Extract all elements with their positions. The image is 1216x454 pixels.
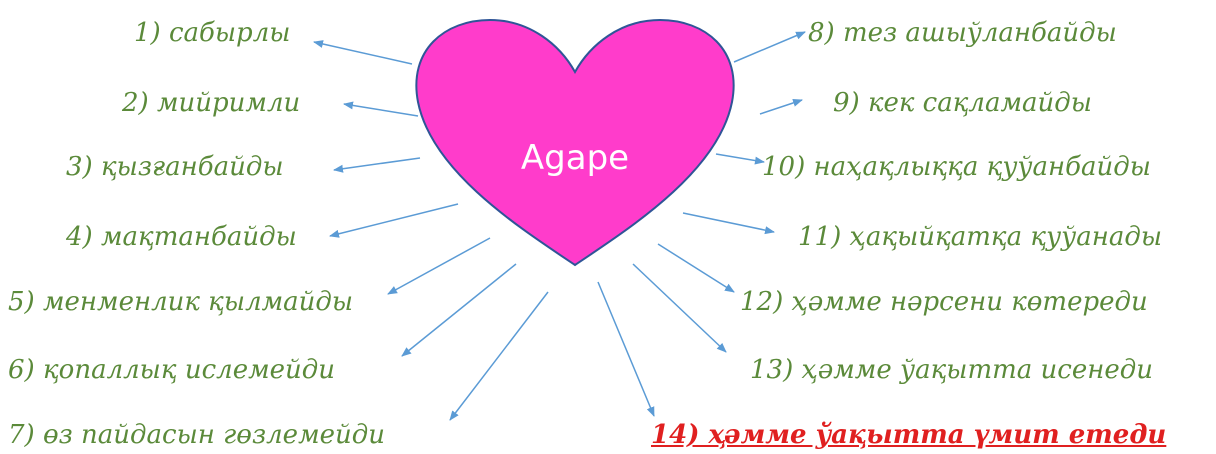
- quality-label-4: 4) мақтанбайды: [66, 222, 297, 252]
- quality-label-2: 2) мийримли: [122, 88, 301, 118]
- arrow-8: [733, 31, 806, 63]
- heart-shape: [415, 18, 735, 267]
- arrow-14: [597, 281, 655, 417]
- arrow-12: [657, 243, 735, 293]
- quality-label-5: 5) менменлик қылмайды: [8, 287, 354, 317]
- quality-label-1: 1) сабырлы: [134, 18, 291, 48]
- arrow-11: [682, 212, 775, 235]
- quality-label-10: 10) наҳақлыққа қуўанбайды: [762, 152, 1151, 182]
- quality-label-3: 3) қызғанбайды: [66, 152, 284, 182]
- center-label: Agape: [520, 138, 630, 178]
- quality-label-12: 12) ҳәмме нәрсени көтереди: [740, 287, 1148, 317]
- arrow-7: [449, 291, 549, 421]
- quality-label-14: 14) ҳәмме ўақытта үмит етеди: [651, 420, 1167, 450]
- quality-label-11: 11) ҳақыйқатқа қуўанады: [798, 222, 1163, 252]
- quality-label-9: 9) кек сақламайды: [833, 88, 1092, 118]
- quality-label-6: 6) қопаллық ислемейди: [8, 355, 335, 385]
- arrow-13: [632, 263, 727, 353]
- arrow-4: [329, 203, 459, 238]
- arrow-9: [759, 99, 803, 115]
- arrow-2: [343, 101, 419, 117]
- arrow-group: [313, 31, 806, 421]
- arrow-3: [333, 157, 421, 173]
- arrow-1: [313, 40, 413, 65]
- arrow-10: [715, 153, 765, 165]
- quality-label-8: 8) тез ашыўланбайды: [808, 18, 1117, 48]
- quality-label-7: 7) өз пайдасын гөзлемейди: [8, 420, 385, 450]
- arrow-6: [401, 263, 517, 357]
- quality-label-13: 13) ҳәмме ўақытта исенеди: [750, 355, 1153, 385]
- arrow-5: [387, 237, 491, 295]
